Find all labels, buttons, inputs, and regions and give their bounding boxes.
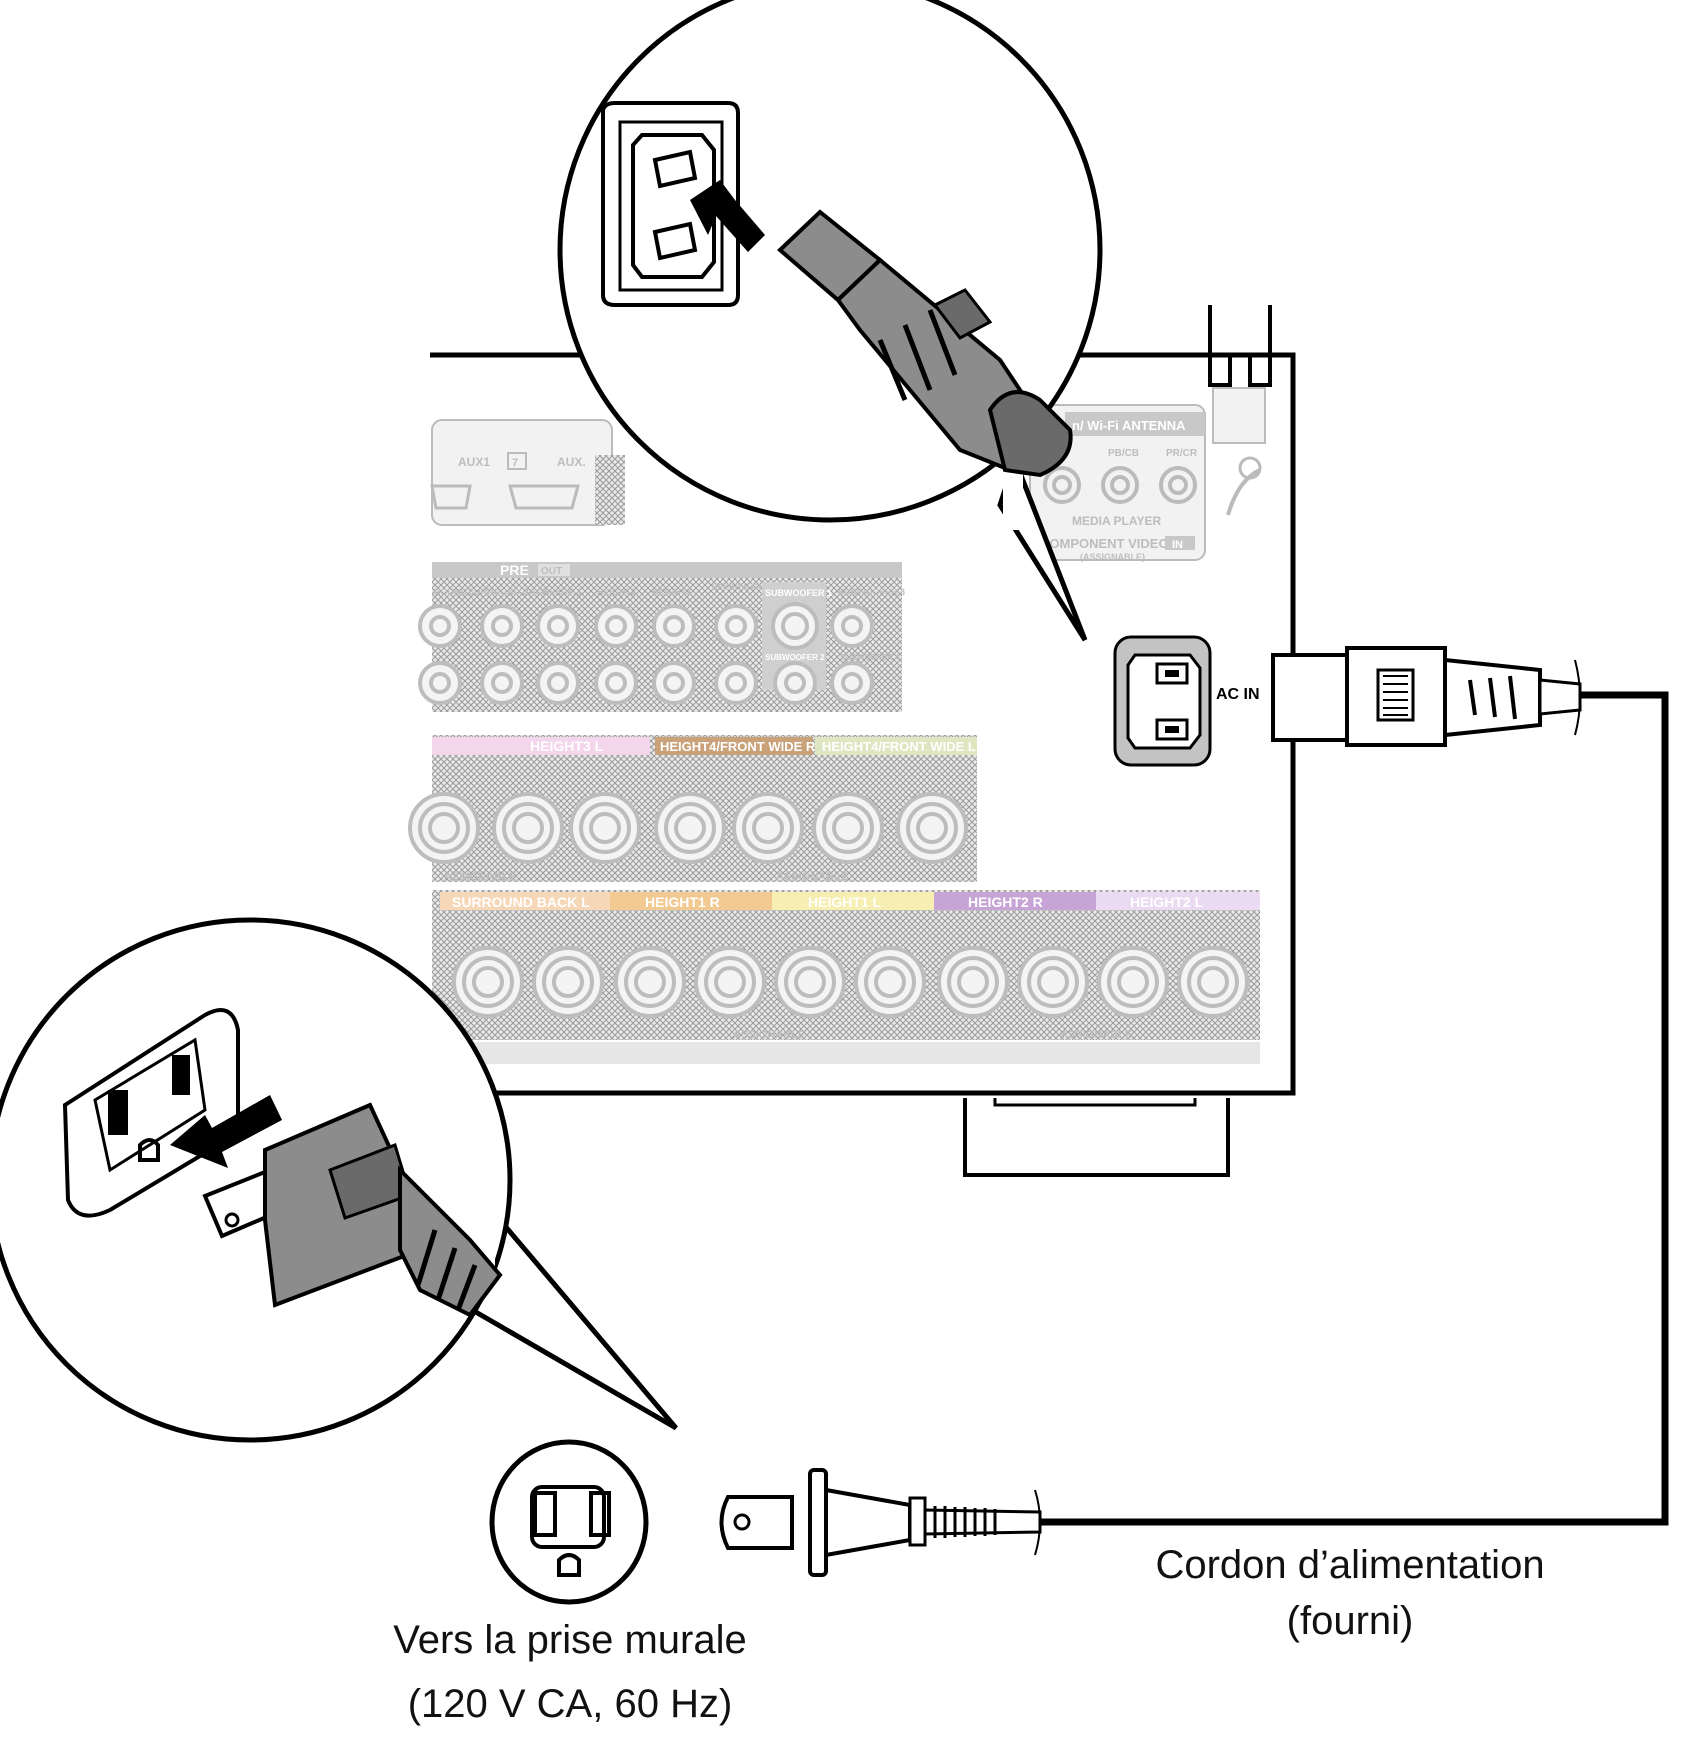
speaker-terminal	[532, 946, 604, 1018]
height4-l-band	[815, 737, 977, 755]
magnifier-wall-outlet	[0, 917, 678, 1443]
speaker-terminal	[569, 792, 641, 864]
pr-label: PR/CR	[1166, 448, 1198, 459]
pre-out-tag: OUT	[541, 566, 562, 577]
height3-band	[484, 737, 650, 755]
speaker-terminal	[774, 946, 846, 1018]
pre-label-5: HEIGHT4/ FRONT WIDE	[712, 583, 802, 592]
wall-plug	[719, 1468, 1042, 1577]
speaker-terminal	[896, 792, 968, 864]
pre-label-2: HEIGHT1	[543, 587, 582, 597]
rca-jack	[714, 661, 758, 705]
wall-outlet-caption-line2: (120 V CA, 60 Hz)	[407, 1682, 733, 1726]
speaker-terminal	[614, 946, 686, 1018]
speaker-terminal	[694, 946, 766, 1018]
rca-jack	[536, 661, 580, 705]
rca-jack	[652, 604, 696, 648]
power-cord-caption-line1: Cordon d’alimentation	[1155, 1543, 1545, 1587]
ac-in-label: AC IN	[1216, 686, 1260, 703]
rca-jack	[830, 604, 874, 648]
wifi-antenna	[1208, 305, 1272, 516]
component-in-label: IN	[1172, 539, 1183, 551]
wall-outlet	[489, 1439, 649, 1605]
iec-connector-plug	[1271, 646, 1582, 747]
row1-assignable-1: ASSIGNABLE	[444, 871, 516, 883]
sub4-label: SUBWOOFER 4	[840, 653, 900, 662]
rca-jack	[594, 661, 638, 705]
row2-label-3: HEIGHT2 R	[968, 894, 1043, 910]
row1-label-1: HEIGHT4/FRONT WIDE R	[660, 739, 816, 754]
height2-l-band	[1096, 892, 1260, 910]
row2-label-1: HEIGHT1 R	[645, 894, 720, 910]
wall-plug-magnified	[202, 1102, 503, 1318]
rca-jack	[714, 604, 758, 648]
wifi-antenna-label: n/ Wi-Fi ANTENNA	[1072, 418, 1186, 433]
speaker-terminal	[654, 792, 726, 864]
pb-label: PB/CB	[1108, 448, 1139, 459]
rca-jack	[480, 661, 524, 705]
rca-jack	[773, 661, 817, 705]
speaker-terminal	[732, 792, 804, 864]
aux2-label: AUX.	[557, 455, 586, 469]
row1-label-2: HEIGHT4/FRONT WIDE L	[822, 739, 976, 754]
power-cord-caption-line2: (fourni)	[1286, 1599, 1414, 1643]
height1-l-band	[772, 892, 934, 910]
row2-assignable-1: ASSIGNABLE	[733, 1029, 805, 1041]
power-cord	[719, 646, 1669, 1577]
rca-jack	[652, 661, 696, 705]
speaker-terminal	[492, 792, 564, 864]
row2-label-4: HEIGHT2 L	[1130, 894, 1204, 910]
rca-jack	[594, 604, 638, 648]
aux1-label: AUX1	[458, 455, 490, 469]
ac-in-socket	[1113, 635, 1212, 767]
height-r-partial-band	[432, 737, 484, 755]
pre-label-3: HEIGHT2	[597, 587, 636, 597]
speaker-terminal	[937, 946, 1009, 1018]
pre-label-0: ROUND	[434, 587, 467, 597]
speaker-terminal	[1177, 946, 1249, 1018]
height1-r-band	[610, 892, 772, 910]
power-cord-caption: Cordon d’alimentation (fourni)	[1100, 1537, 1600, 1649]
row1-assignable-2: ASSIGNABLE	[776, 871, 848, 883]
pre-out-section: PRE OUT ROUND SURROUND BACK HEIGHT1 HEIG…	[418, 562, 905, 712]
row2-assignable-2: ASSIGNABLE	[1060, 1029, 1132, 1041]
height4-r-band	[655, 737, 813, 755]
rca-jack	[480, 604, 524, 648]
pre-label-1: SURROUND BACK	[468, 587, 549, 597]
media-player-label: MEDIA PLAYER	[1072, 514, 1161, 528]
speaker-terminal	[854, 946, 926, 1018]
row1-label-0: HEIGHT3 L	[530, 738, 604, 754]
speaker-terminals-row1: HEIGHT3 L HEIGHT4/FRONT WIDE R HEIGHT4/F…	[408, 735, 977, 883]
pre-out-label: PRE	[500, 562, 529, 578]
component-video-label: COMPONENT VIDEO	[1040, 536, 1169, 551]
rca-jack	[771, 602, 819, 650]
height2-r-band	[934, 892, 1096, 910]
row2-label-2: HEIGHT1 L	[808, 894, 882, 910]
speaker-terminal	[812, 792, 884, 864]
rca-jack	[418, 604, 462, 648]
magnifier-ac-inlet	[557, 0, 1103, 642]
rca-jack	[830, 661, 874, 705]
speaker-terminal	[408, 792, 480, 864]
row2-label-0: SURROUND BACK L	[452, 894, 590, 910]
surround-back-band	[440, 892, 610, 910]
pre-label-4: HEIGHT3	[652, 587, 691, 597]
pre-label-7: SUBWOOFER 3	[838, 587, 905, 597]
rca-jack	[418, 661, 462, 705]
rca-jack	[536, 604, 580, 648]
speaker-terminals-row2: SURROUND BACK L HEIGHT1 R HEIGHT1 L HEIG…	[432, 890, 1260, 1064]
speaker-terminal	[1017, 946, 1089, 1018]
pre-label-6: SUBWOOFER 1	[765, 588, 832, 598]
iec-connector-magnified	[777, 209, 1073, 478]
component-assignable-label: (ASSIGNABLE)	[1080, 552, 1145, 562]
wall-outlet-caption: Vers la prise murale (120 V CA, 60 Hz)	[320, 1612, 820, 1732]
speaker-terminal	[452, 946, 524, 1018]
wall-outlet-caption-line1: Vers la prise murale	[393, 1618, 747, 1662]
sub2-label: SUBWOOFER 2	[765, 653, 825, 662]
speaker-terminal	[1097, 946, 1169, 1018]
aux-number-label: 7	[512, 457, 518, 469]
